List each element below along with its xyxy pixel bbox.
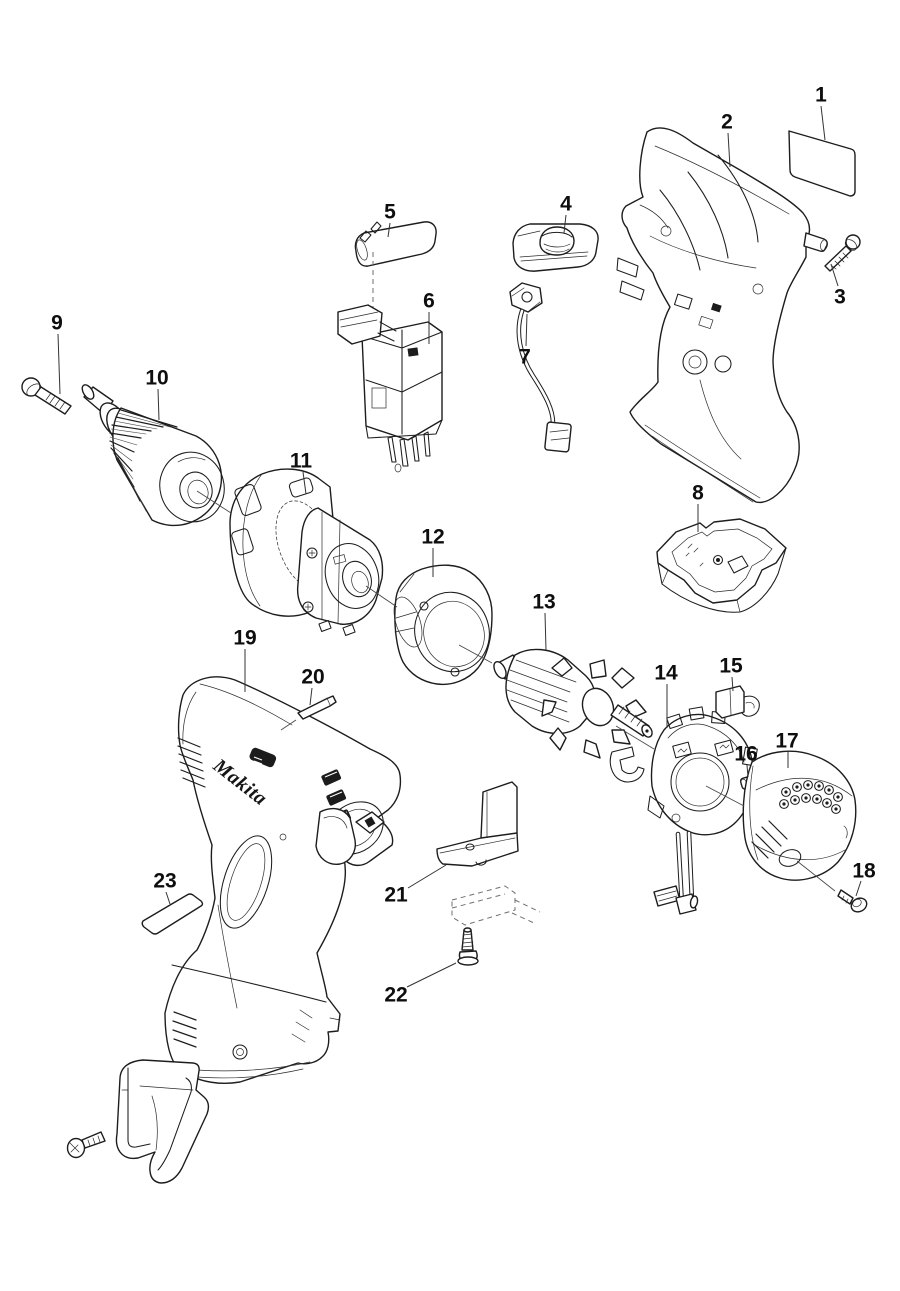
part-13-armature (493, 648, 653, 783)
leader-line-23 (165, 891, 171, 905)
leader-line-1 (820, 105, 826, 141)
part-9-chuck-screw (21, 377, 72, 415)
part-14-brush-holder (647, 706, 758, 915)
part-1-nameplate-label (788, 130, 856, 197)
part-21-bracket-plate (436, 781, 541, 926)
part-12-motor-bracket-ring (393, 564, 493, 686)
part-number-6: 6 (423, 290, 435, 313)
part-number-8: 8 (692, 482, 704, 505)
part-3-screw (824, 234, 861, 272)
part-20-lock-pin (280, 695, 337, 731)
part-19-motor-housing-half-left: Makita (164, 676, 402, 1084)
part-number-10: 10 (145, 367, 168, 390)
part-15-retaining-clip (715, 685, 760, 719)
part-4-speed-change-lever (512, 223, 599, 272)
part-number-4: 4 (560, 193, 572, 216)
part-6-switch-assembly (337, 304, 443, 473)
part-7-led-circuit (509, 282, 572, 453)
part-number-16: 16 (734, 743, 757, 766)
leader-line-18 (855, 880, 862, 897)
leader-line-9 (57, 333, 61, 395)
part-number-13: 13 (532, 591, 555, 614)
part-number-15: 15 (719, 655, 743, 678)
part-11-gear-assembly (229, 468, 384, 636)
leader-line-7 (525, 313, 528, 347)
part-number-14: 14 (654, 662, 678, 685)
part-number-9: 9 (51, 312, 63, 335)
assembly-pointer-lines (196, 490, 836, 892)
part-number-23: 23 (153, 870, 176, 893)
part-number-22: 22 (384, 984, 407, 1007)
leader-line-13 (544, 612, 547, 651)
leader-line-10 (157, 388, 160, 421)
part-5-trigger-cap (354, 221, 437, 318)
part-2-motor-housing-half-right (616, 127, 828, 504)
leader-line-2 (727, 132, 731, 168)
leader-line-22 (406, 962, 457, 988)
part-22-bracket-screw (457, 927, 479, 966)
part-number-17: 17 (775, 730, 798, 753)
belt-hook (115, 1059, 210, 1184)
part-10-drill-chuck (81, 384, 225, 527)
leader-line-4 (563, 214, 567, 234)
leader-line-15 (731, 676, 734, 692)
part-number-1: 1 (815, 84, 827, 107)
part-number-7: 7 (519, 346, 531, 369)
part-number-3: 3 (834, 286, 846, 309)
part-number-5: 5 (384, 201, 396, 224)
part-18-cover-screw (837, 889, 868, 913)
leader-line-11 (302, 471, 307, 495)
leader-line-3 (830, 263, 839, 287)
part-number-20: 20 (301, 666, 324, 689)
phantom-position (451, 885, 541, 926)
leader-line-20 (309, 687, 313, 706)
part-number-12: 12 (421, 526, 444, 549)
leader-line-21 (407, 864, 447, 889)
part-number-18: 18 (852, 860, 876, 883)
part-23-serial-label (141, 893, 204, 935)
part-number-19: 19 (233, 627, 256, 650)
part-8-terminal-block (656, 518, 787, 613)
part-number-2: 2 (721, 111, 733, 134)
part-17-motor-rear-cover (742, 750, 857, 881)
part-number-11: 11 (290, 450, 313, 473)
leader-line-16 (746, 764, 749, 778)
belt-hook-screw (66, 1131, 106, 1159)
leader-line-5 (387, 222, 391, 238)
part-number-21: 21 (384, 884, 408, 907)
